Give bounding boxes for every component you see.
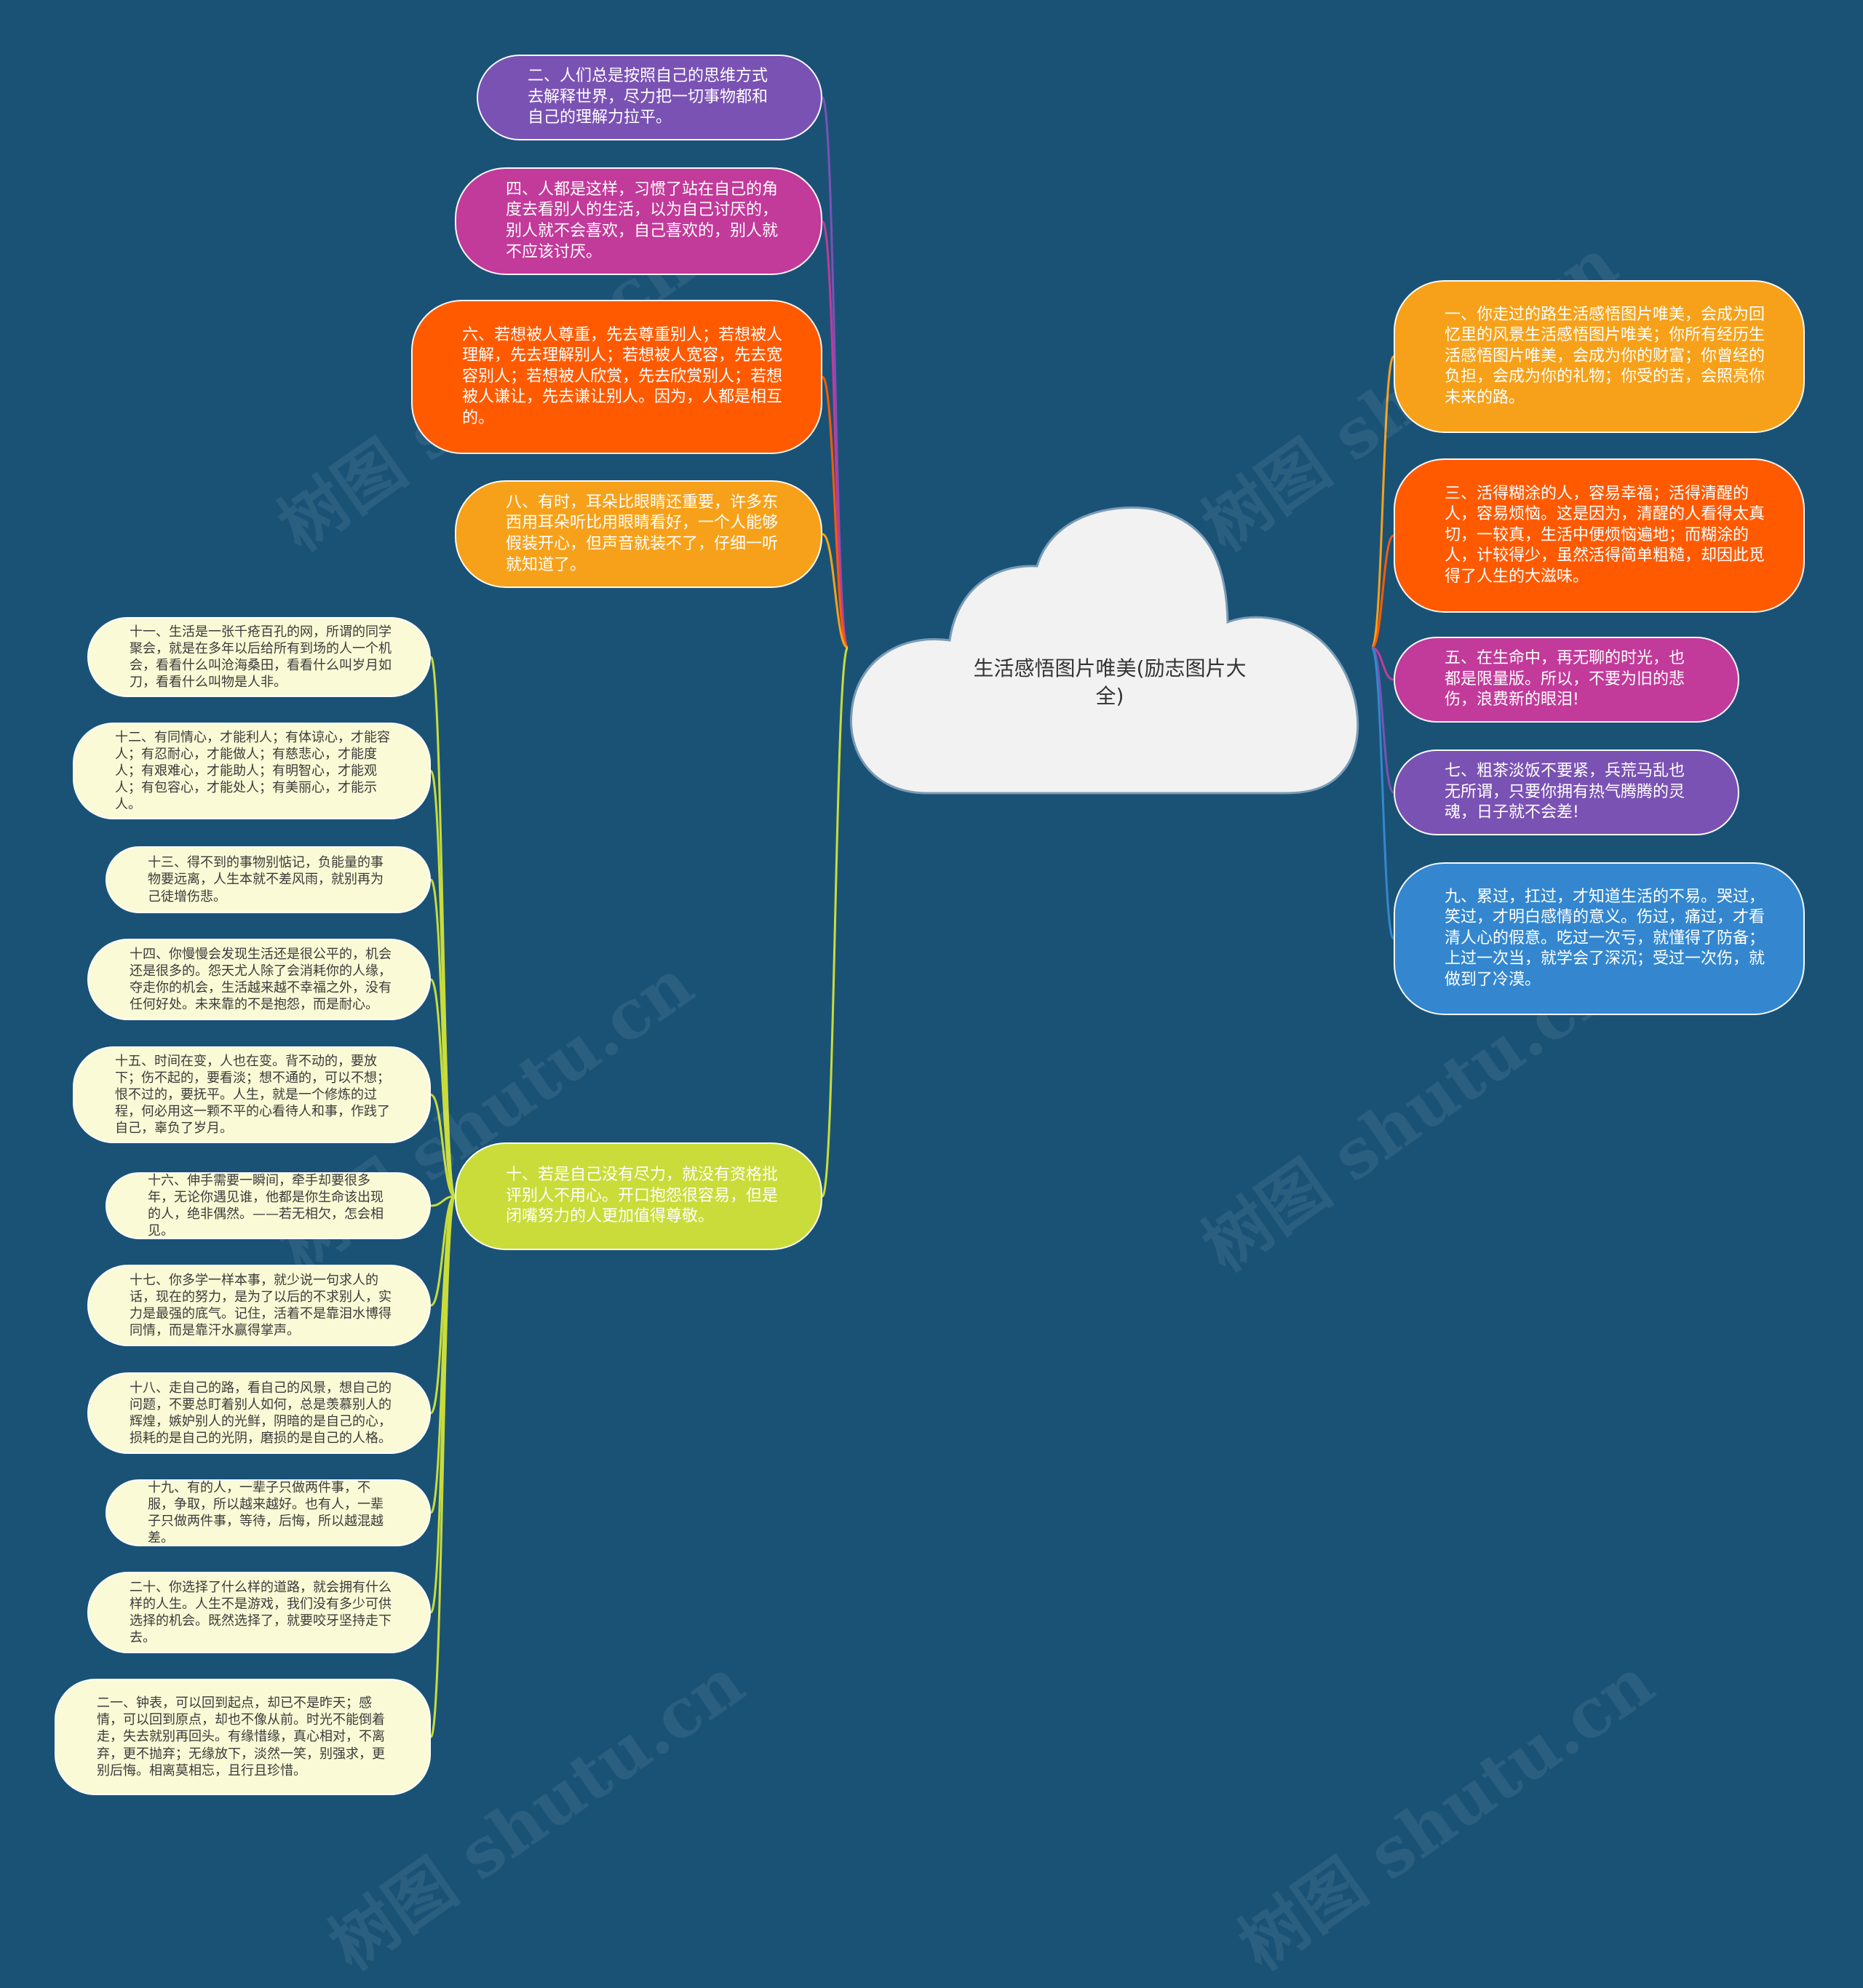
sub-branch-node[interactable]: 二十、你选择了什么样的道路，就会拥有什么样的人生。人生不是游戏，我们没有多少可供… <box>87 1572 431 1653</box>
sub-branch-node[interactable]: 十五、时间在变，人也在变。背不动的，要放下；伤不起的，要看淡；想不通的，可以不想… <box>73 1046 431 1143</box>
sub-branch-connector <box>430 1195 456 1207</box>
sub-branch-connector <box>429 1195 456 1738</box>
central-topic-label: 生活感悟图片唯美(励志图片大全) <box>973 656 1247 708</box>
right-branch-node[interactable]: 一、你走过的路生活感悟图片唯美，会成为回忆里的风景生活感悟图片唯美；你所有经历生… <box>1394 280 1805 433</box>
right-branch-node-label: 九、累过，扛过，才知道生活的不易。哭过，笑过，才明白感情的意义。伤过，痛过，才看… <box>1445 887 1765 989</box>
sub-branch-node-label: 十六、伸手需要一瞬间，牵手却要很多年，无论你遇见谁，他都是你生命该出现的人，绝非… <box>148 1172 384 1239</box>
left-branch-connector <box>821 96 849 649</box>
right-branch-node[interactable]: 九、累过，扛过，才知道生活的不易。哭过，笑过，才明白感情的意义。伤过，痛过，才看… <box>1394 862 1805 1015</box>
connector-layer <box>429 96 1395 1738</box>
sub-branch-node-label: 二十、你选择了什么样的道路，就会拥有什么样的人生。人生不是游戏，我们没有多少可供… <box>130 1579 392 1646</box>
sub-branch-node-label: 二一、钟表，可以回到起点，却已不是昨天；感情，可以回到原点，却也不像从前。时光不… <box>97 1695 385 1778</box>
left-branch-node[interactable]: 二、人们总是按照自己的思维方式去解释世界，尽力把一切事物都和自己的理解力拉平。 <box>477 55 822 140</box>
left-branch-node-label: 四、人都是这样，习惯了站在自己的角度去看别人的生活，以为自己讨厌的，别人就不会喜… <box>506 180 779 261</box>
sub-branch-node-label: 十一、生活是一张千疮百孔的网，所谓的同学聚会，就是在多年以后给所有到场的人一个机… <box>130 624 392 691</box>
left-branch-node[interactable]: 八、有时，耳朵比眼睛还重要，许多东西用耳朵听比用眼睛看好，一个人能够假装开心，但… <box>455 480 822 588</box>
right-branch-node-label: 五、在生命中，再无聊的时光，也都是限量版。所以，不要为旧的悲伤，浪费新的眼泪! <box>1445 649 1685 709</box>
sub-branch-node[interactable]: 十八、走自己的路，看自己的风景，想自己的问题，不要总盯着别人如何，总是羡慕别人的… <box>87 1372 431 1454</box>
sub-branch-node-label: 十五、时间在变，人也在变。背不动的，要放下；伤不起的，要看淡；想不通的，可以不想… <box>115 1053 390 1137</box>
left-branch-node-label: 十、若是自己没有尽力，就没有资格批评别人不用心。开口抱怨很容易，但是闭嘴努力的人… <box>506 1166 779 1226</box>
right-branch-node[interactable]: 五、在生命中，再无聊的时光，也都是限量版。所以，不要为旧的悲伤，浪费新的眼泪! <box>1394 637 1739 723</box>
left-branch-node[interactable]: 十、若是自己没有尽力，就没有资格批评别人不用心。开口抱怨很容易，但是闭嘴努力的人… <box>455 1142 822 1250</box>
sub-branch-node[interactable]: 二一、钟表，可以回到起点，却已不是昨天；感情，可以回到原点，却也不像从前。时光不… <box>55 1679 431 1795</box>
right-branch-connector <box>1371 534 1394 649</box>
sub-branch-node[interactable]: 十七、你多学一样本事，就少说一句求人的话，现在的努力，是为了以后的不求别人，实力… <box>87 1265 431 1346</box>
right-branch-node-label: 七、粗茶淡饭不要紧，兵荒马乱也无所谓，只要你拥有热气腾腾的灵魂，日子就不会差! <box>1445 762 1685 822</box>
left-branch-node-label: 六、若想被人尊重，先去尊重别人；若想被人理解，先去理解别人；若想被人宽容，先去宽… <box>462 325 783 427</box>
sub-branch-connector <box>429 978 456 1198</box>
sub-branch-connector <box>430 1094 456 1198</box>
left-branch-connector <box>821 375 849 649</box>
left-branch-connector <box>822 533 849 649</box>
left-branch-connector <box>821 220 849 649</box>
sub-branch-node[interactable]: 十六、伸手需要一瞬间，牵手却要很多年，无论你遇见谁，他都是你生命该出现的人，绝非… <box>106 1172 431 1239</box>
mindmap-canvas: 树图 shutu.cn 树图 shutu.cn 树图 shutu.cn 树图 s… <box>55 55 1805 1985</box>
sub-branch-node-label: 十八、走自己的路，看自己的风景，想自己的问题，不要总盯着别人如何，总是羡慕别人的… <box>130 1380 392 1447</box>
left-branch-node[interactable]: 六、若想被人尊重，先去尊重别人；若想被人理解，先去理解别人；若想被人宽容，先去宽… <box>411 300 822 454</box>
sub-branch-node-label: 十三、得不到的事物别惦记，负能量的事物要远离，人生本就不差风雨，就别再为己徒增伤… <box>148 855 384 904</box>
sub-branch-node[interactable]: 十一、生活是一张千疮百孔的网，所谓的同学聚会，就是在多年以后给所有到场的人一个机… <box>87 617 431 697</box>
right-branch-node[interactable]: 七、粗茶淡饭不要紧，兵荒马乱也无所谓，只要你拥有热气腾腾的灵魂，日子就不会差! <box>1394 750 1739 835</box>
sub-branch-node-label: 十九、有的人，一辈子只做两件事，不服，争取，所以越来越好。也有人，一辈子只做两件… <box>148 1479 384 1546</box>
cloud-shape <box>849 506 1359 795</box>
sub-branch-node[interactable]: 十九、有的人，一辈子只做两件事，不服，争取，所以越来越好。也有人，一辈子只做两件… <box>106 1479 431 1546</box>
left-branch-node-label: 二、人们总是按照自己的思维方式去解释世界，尽力把一切事物都和自己的理解力拉平。 <box>528 67 768 127</box>
right-branch-connector <box>1370 646 1395 940</box>
central-topic-cloud[interactable]: 生活感悟图片唯美(励志图片大全) <box>848 502 1372 797</box>
sub-branch-node-label: 十七、你多学一样本事，就少说一句求人的话，现在的努力，是为了以后的不求别人，实力… <box>130 1272 392 1339</box>
sub-branch-node[interactable]: 十四、你慢慢会发现生活还是很公平的，机会还是很多的。怨天尤人除了会消耗你的人缘，… <box>87 939 431 1020</box>
left-branch-node[interactable]: 四、人都是这样，习惯了站在自己的角度去看别人的生活，以为自己讨厌的，别人就不会喜… <box>455 167 822 275</box>
sub-branch-node[interactable]: 十二、有同情心，才能利人；有体谅心，才能容人；有忍耐心，才能做人；有慈悲心，才能… <box>73 723 431 819</box>
right-branch-node-label: 一、你走过的路生活感悟图片唯美，会成为回忆里的风景生活感悟图片唯美；你所有经历生… <box>1445 305 1765 407</box>
sub-branch-node-label: 十二、有同情心，才能利人；有体谅心，才能容人；有忍耐心，才能做人；有慈悲心，才能… <box>115 729 390 813</box>
left-branch-connector <box>821 646 849 1198</box>
sub-branch-node-label: 十四、你慢慢会发现生活还是很公平的，机会还是很多的。怨天尤人除了会消耗你的人缘，… <box>130 946 392 1013</box>
right-branch-connector <box>1370 355 1395 649</box>
right-branch-node[interactable]: 三、活得糊涂的人，容易幸福；活得清醒的人，容易烦恼。这是因为，清醒的人看得太真切… <box>1394 458 1805 613</box>
sub-branch-node[interactable]: 十三、得不到的事物别惦记，负能量的事物要远离，人生本就不差风雨，就别再为己徒增伤… <box>106 846 431 913</box>
right-branch-connector <box>1371 646 1394 681</box>
right-branch-node-label: 三、活得糊涂的人，容易幸福；活得清醒的人，容易烦恼。这是因为，清醒的人看得太真切… <box>1445 484 1765 586</box>
left-branch-node-label: 八、有时，耳朵比眼睛还重要，许多东西用耳朵听比用眼睛看好，一个人能够假装开心，但… <box>506 493 779 574</box>
